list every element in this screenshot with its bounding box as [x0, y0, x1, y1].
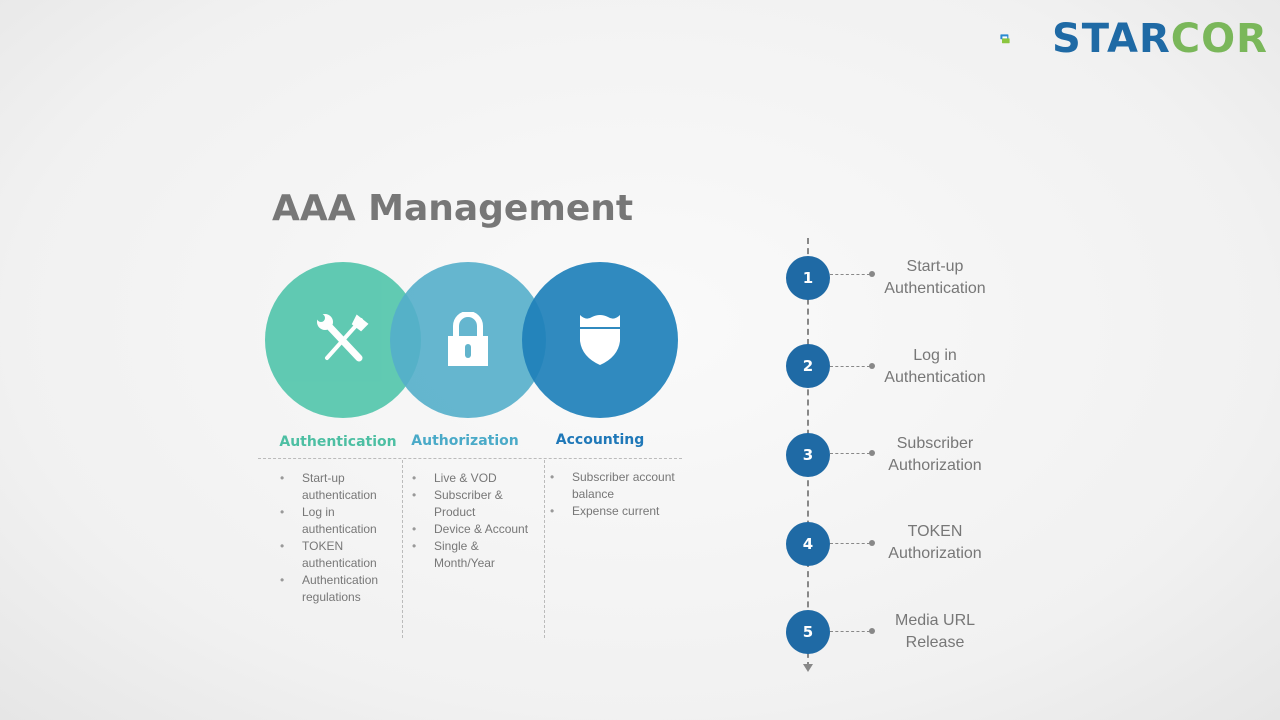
- authentication-list: Start-up authentication Log in authentic…: [280, 470, 412, 606]
- lock-icon: [448, 312, 488, 366]
- connector: [830, 274, 870, 275]
- connector: [830, 543, 870, 544]
- step-label: Release: [905, 634, 965, 651]
- accounting-label: Accounting: [555, 432, 645, 448]
- step-number: 1: [786, 256, 830, 300]
- page-title: AAA Management: [272, 188, 634, 229]
- step-label: Authentication: [884, 280, 986, 297]
- step-label: Authorization: [888, 545, 982, 562]
- list-item: Subscriber & Product: [412, 487, 524, 521]
- list-item: Subscriber account balance: [550, 469, 692, 503]
- step-number: 4: [786, 522, 830, 566]
- authorization-label: Authorization: [411, 433, 519, 449]
- list-item: Device & Account: [412, 521, 562, 538]
- connector: [830, 366, 870, 367]
- list-item: TOKEN authentication: [280, 538, 412, 572]
- divider: [544, 460, 545, 638]
- list-item: Expense current: [550, 503, 692, 520]
- divider: [258, 458, 682, 459]
- logo-text-cor: COR: [1170, 16, 1268, 62]
- dot-icon: [869, 628, 875, 634]
- logo-text-star: STAR: [1052, 16, 1171, 62]
- authorization-circle: [390, 262, 546, 418]
- step-number: 5: [786, 610, 830, 654]
- list-item: Start-up authentication: [280, 470, 412, 504]
- list-item: Single & Month/Year: [412, 538, 514, 572]
- connector: [830, 453, 870, 454]
- tools-icon: [317, 314, 369, 362]
- arrow-down-icon: [803, 664, 813, 672]
- step-number: 3: [786, 433, 830, 477]
- step-number: 2: [786, 344, 830, 388]
- step-label: Subscriber: [896, 435, 974, 452]
- step-label: Authentication: [884, 369, 986, 386]
- step-label: Start-up: [906, 258, 964, 275]
- logo-mark-icon: [1000, 34, 1010, 44]
- dot-icon: [869, 450, 875, 456]
- dot-icon: [869, 363, 875, 369]
- list-item: Log in authentication: [280, 504, 412, 538]
- list-item: Live & VOD: [412, 470, 562, 487]
- dot-icon: [869, 540, 875, 546]
- step-label: Log in: [913, 347, 957, 364]
- accounting-circle: [522, 262, 678, 418]
- dot-icon: [869, 271, 875, 277]
- connector: [830, 631, 870, 632]
- step-label: Authorization: [888, 457, 982, 474]
- shield-icon: [580, 315, 620, 365]
- step-label: Media URL: [894, 612, 976, 629]
- step-label: TOKEN: [907, 523, 963, 540]
- list-item: Authentication regulations: [280, 572, 412, 606]
- authentication-label: Authentication: [279, 434, 397, 450]
- accounting-list: Subscriber account balance Expense curre…: [550, 469, 692, 520]
- authorization-list: Live & VOD Subscriber & Product Device &…: [412, 470, 562, 572]
